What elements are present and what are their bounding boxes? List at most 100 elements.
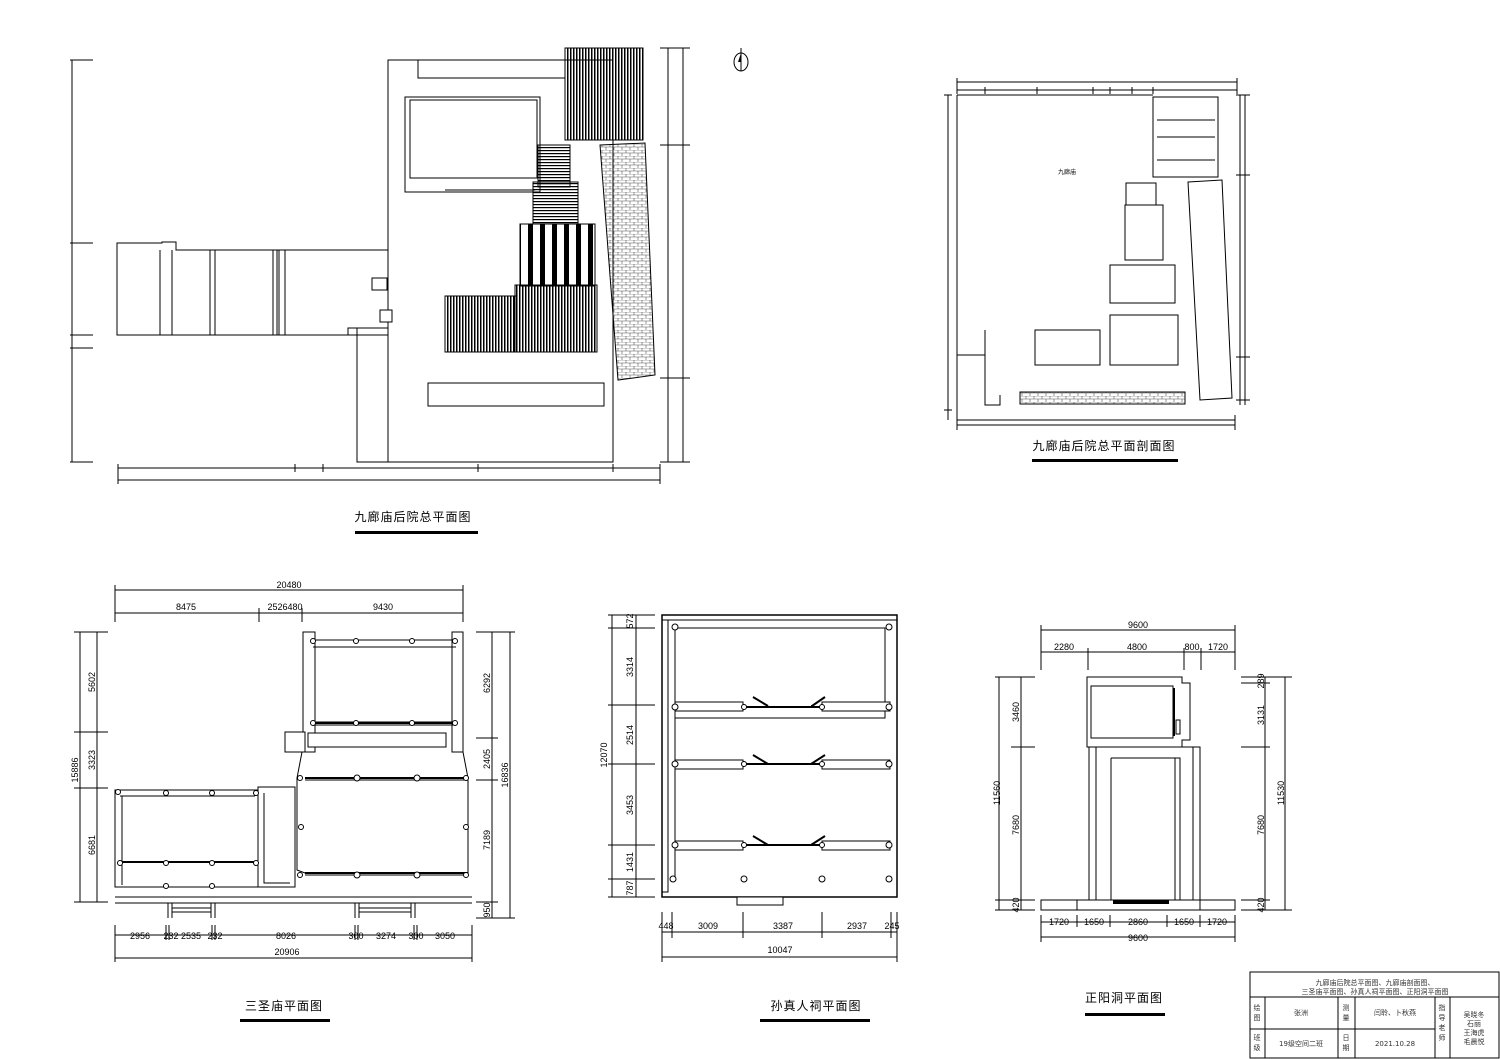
- column-markers: [669, 623, 893, 883]
- dim-right: 950: [482, 902, 492, 917]
- dim-left: 1431: [625, 852, 635, 872]
- dim-right: 7189: [482, 830, 492, 850]
- advisor-label: 导: [1439, 1014, 1446, 1022]
- date-label: 日: [1343, 1034, 1350, 1042]
- survey-label: 量: [1343, 1014, 1350, 1022]
- date-value: 2021.10.28: [1375, 1040, 1415, 1048]
- dim-bottom: 2860: [1128, 917, 1148, 927]
- dim-right-overall: 11530: [1276, 781, 1286, 805]
- class-label: 班: [1254, 1033, 1261, 1042]
- date-label: 期: [1343, 1044, 1350, 1052]
- dim-left: 572: [625, 613, 635, 628]
- dim-left: 3314: [625, 657, 635, 677]
- dim-bottom: 2937: [847, 921, 867, 931]
- dim-bottom-overall: 20906: [274, 947, 299, 957]
- dim-top: 8475: [176, 602, 196, 612]
- dim-bottom: 1650: [1084, 917, 1104, 927]
- dim-bottom: 2956: [130, 931, 150, 941]
- site-section-title: 九廊庙后院总平面剖面图: [1032, 438, 1175, 453]
- dim-left-overall: 12070: [599, 742, 609, 767]
- drawn-by-label: 绘: [1254, 1003, 1261, 1012]
- dim-left: 7680: [1011, 815, 1021, 835]
- dim-bottom: 3274: [376, 931, 396, 941]
- advisor-name: 毛晨悦: [1464, 1037, 1485, 1046]
- site-plan-drawing: 九廊庙后院总平面图: [70, 47, 749, 534]
- site-section-drawing: 九廊庙 九廊庙后院总平面剖面图: [944, 78, 1250, 462]
- column-markers: [115, 638, 469, 889]
- dimension-lines-site-plan: [70, 47, 690, 484]
- title-underline: [355, 531, 478, 534]
- site-plan-title: 九廊庙后院总平面图: [354, 509, 471, 524]
- advisor-name: 石丽: [1467, 1020, 1481, 1028]
- dim-bottom: 1650: [1174, 917, 1194, 927]
- zhengyang-title: 正阳洞平面图: [1085, 991, 1163, 1005]
- class-value: 19级空间二班: [1279, 1039, 1323, 1048]
- room-label-jiulangmiao: 九廊庙: [1058, 168, 1076, 176]
- sheet-title-line2: 三圣庙平面图、孙真人祠平面图、正阳洞平面图: [1302, 987, 1449, 996]
- dim-bottom: 300: [408, 931, 423, 941]
- advisor-name: 吴晓冬: [1464, 1010, 1485, 1019]
- zhengyang-cave-drawing: 9600 2280 4800 800 1720 11560 3460 7680 …: [992, 620, 1292, 1016]
- drawn-by-label: 图: [1254, 1014, 1261, 1022]
- sansheng-temple-drawing: 20480 8475 2526480 9430 5602 3323 6681 1…: [70, 580, 515, 1022]
- north-compass: [733, 48, 749, 72]
- dim-left: 5602: [87, 672, 97, 692]
- dim-left: 787: [625, 880, 635, 895]
- dim-left: 3323: [87, 750, 97, 770]
- sunzhenren-shrine-drawing: 12070 572 3314 2514 3453 1431 787 448 30…: [599, 613, 900, 1022]
- dim-left: 420: [1011, 897, 1021, 912]
- title-underline: [760, 1019, 870, 1022]
- title-underline: [1032, 459, 1178, 462]
- dim-bottom: 448: [658, 921, 673, 931]
- survey-label: 测: [1343, 1004, 1350, 1012]
- dim-left: 3453: [625, 795, 635, 815]
- dim-right: 6292: [482, 673, 492, 693]
- dim-bottom: 1720: [1207, 917, 1227, 927]
- dim-bottom: 232: [163, 931, 178, 941]
- dim-right-overall: 16836: [500, 762, 510, 787]
- dim-left: 3460: [1011, 702, 1021, 722]
- sheet-title-line1: 九廊庙后院总平面图、九廊庙剖面图、: [1316, 978, 1435, 987]
- beam-rows: [674, 696, 891, 851]
- dim-top: 4800: [1127, 642, 1147, 652]
- dim-bottom: 3387: [773, 921, 793, 931]
- dim-bottom: 3009: [698, 921, 718, 931]
- dim-bottom: 300: [348, 931, 363, 941]
- dim-top: 1720: [1208, 642, 1228, 652]
- dim-bottom: 8026: [276, 931, 296, 941]
- sansheng-title: 三圣庙平面图: [245, 999, 323, 1013]
- dim-bottom: 3050: [435, 931, 455, 941]
- dim-right: 2405: [482, 749, 492, 769]
- dim-bottom-overall: 10047: [767, 945, 792, 955]
- roof-hatching: [444, 47, 656, 381]
- dim-right: 289: [1256, 673, 1266, 688]
- title-underline: [240, 1019, 330, 1022]
- dim-right: 3131: [1256, 705, 1266, 725]
- drawn-by-value: 张洲: [1294, 1008, 1308, 1017]
- dim-bottom-overall: 9600: [1128, 933, 1148, 943]
- dim-left: 6681: [87, 835, 97, 855]
- advisor-label: 指: [1439, 1003, 1446, 1012]
- dim-top-overall: 20480: [276, 580, 301, 590]
- dim-bottom: 2535: [181, 931, 201, 941]
- dim-bottom: 245: [884, 921, 899, 931]
- dim-left: 2514: [625, 725, 635, 745]
- dim-top: 9430: [373, 602, 393, 612]
- dim-left-overall: 15886: [70, 757, 80, 782]
- dim-top: 2280: [1054, 642, 1074, 652]
- dim-bottom: 232: [207, 931, 222, 941]
- surveyors-value: 闫聆、卜秋燕: [1374, 1008, 1416, 1017]
- title-block: 九廊庙后院总平面图、九廊庙剖面图、 三圣庙平面图、孙真人祠平面图、正阳洞平面图 …: [1249, 971, 1500, 1059]
- dim-bottom: 1720: [1049, 917, 1069, 927]
- advisor-label: 师: [1439, 1033, 1446, 1042]
- title-underline: [1085, 1013, 1165, 1016]
- dim-right: 7680: [1256, 815, 1266, 835]
- dim-top-overall: 9600: [1128, 620, 1148, 630]
- sunzhenren-title: 孙真人祠平面图: [770, 999, 861, 1013]
- class-label: 级: [1254, 1043, 1261, 1052]
- advisor-name: 王海虎: [1464, 1028, 1485, 1037]
- dim-top: 800: [1184, 642, 1199, 652]
- advisor-label: 老: [1439, 1023, 1446, 1032]
- dim-right: 420: [1256, 897, 1266, 912]
